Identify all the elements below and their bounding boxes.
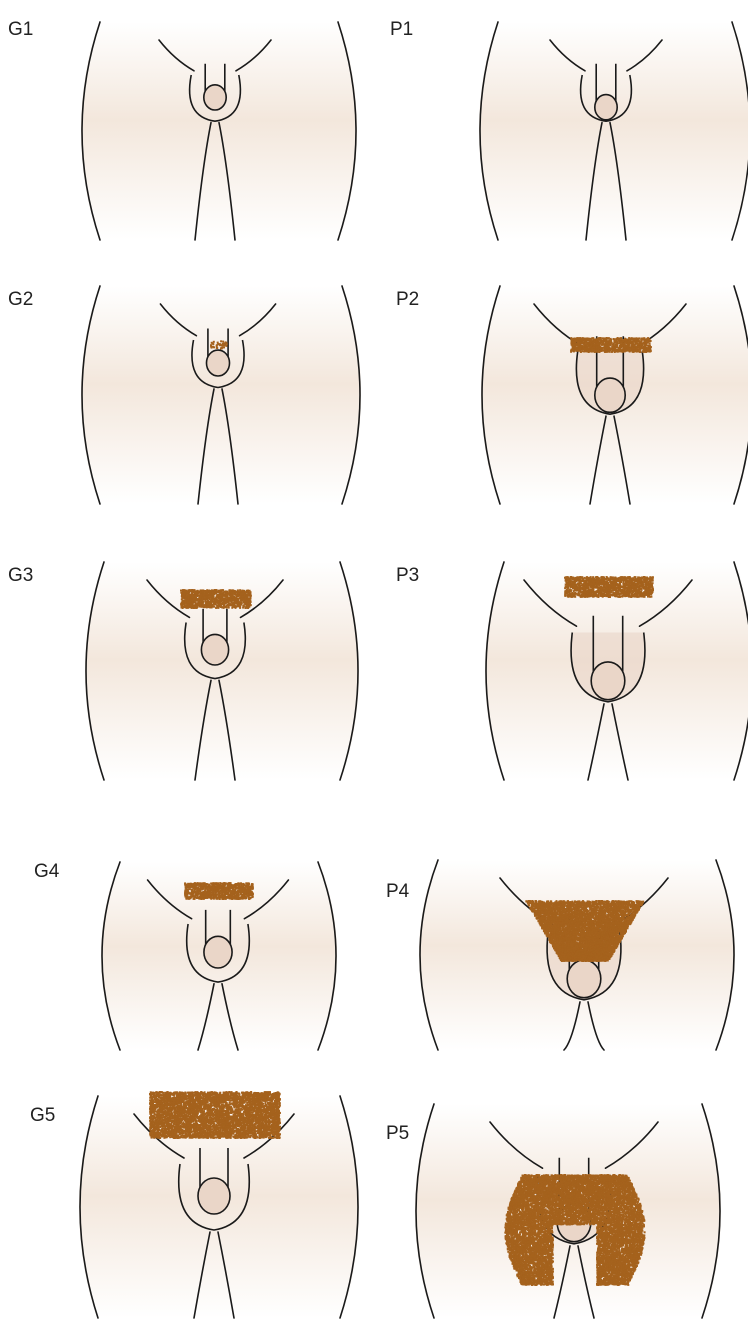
stage-label-p2: P2 — [396, 290, 419, 309]
glans — [198, 1178, 230, 1214]
stage-panel-g4: G4 — [0, 792, 374, 1056]
pubic-hair — [149, 1091, 281, 1139]
glans — [204, 85, 226, 110]
stage-illustration-g3 — [0, 528, 374, 792]
stage-illustration-p5 — [374, 1056, 748, 1320]
stage-label-g4: G4 — [34, 862, 59, 881]
stage-label-g3: G3 — [8, 566, 33, 585]
stage-illustration-p3 — [374, 528, 748, 792]
stage-panel-p4: P4 — [374, 792, 748, 1056]
stage-panel-p2: P2 — [374, 264, 748, 528]
stage-panel-g3: G3 — [0, 528, 374, 792]
stage-label-p3: P3 — [396, 566, 419, 585]
stage-label-p1: P1 — [390, 20, 413, 39]
stage-panel-g2: G2 — [0, 264, 374, 528]
glans — [204, 936, 232, 968]
stage-illustration-p2 — [374, 264, 748, 528]
glans — [567, 960, 601, 998]
skin-area — [81, 22, 357, 240]
stage-panel-g5: G5 — [0, 1056, 374, 1320]
glans — [201, 634, 228, 665]
glans — [591, 662, 625, 700]
stage-illustration-g5 — [0, 1056, 374, 1320]
stage-label-p5: P5 — [386, 1124, 409, 1143]
stage-illustration-g4 — [0, 792, 374, 1056]
stage-illustration-g2 — [0, 264, 374, 528]
glans — [595, 95, 617, 120]
glans — [206, 350, 229, 376]
pubic-hair — [564, 576, 654, 598]
stage-label-g1: G1 — [8, 20, 33, 39]
stage-panel-p1: P1 — [374, 0, 748, 264]
stage-panel-g1: G1 — [0, 0, 374, 264]
stage-label-p4: P4 — [386, 882, 409, 901]
glans — [595, 378, 625, 412]
stage-label-g5: G5 — [30, 1106, 55, 1125]
skin-area — [81, 286, 361, 504]
stage-illustration-g1 — [0, 0, 374, 264]
skin-area — [479, 22, 748, 240]
stage-label-g2: G2 — [8, 290, 33, 309]
pubic-hair — [570, 337, 652, 353]
stage-illustration-p1 — [374, 0, 748, 264]
pubic-hair — [184, 882, 254, 900]
stage-panel-p5: P5 — [374, 1056, 748, 1320]
stage-illustration-p4 — [374, 792, 748, 1056]
stage-panel-p3: P3 — [374, 528, 748, 792]
